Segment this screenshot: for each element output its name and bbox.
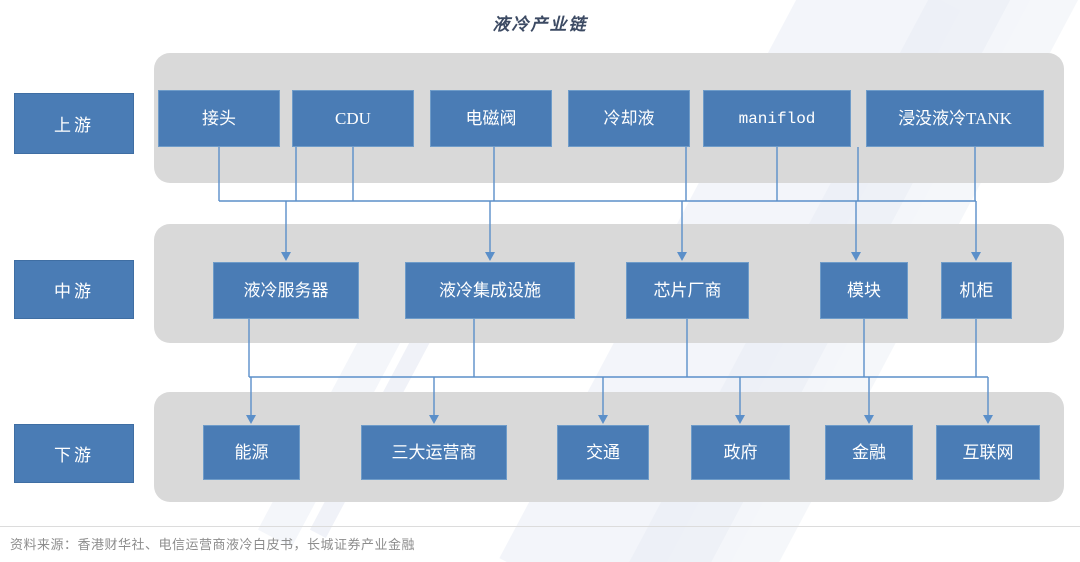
tier-label-upstream: 上游 (14, 93, 134, 154)
footer-divider (0, 526, 1080, 527)
node-downstream-1[interactable]: 三大运营商 (361, 425, 507, 480)
tier-label-downstream: 下游 (14, 424, 134, 483)
diagram-title: 液冷产业链 (492, 15, 588, 34)
node-upstream-0[interactable]: 接头 (158, 90, 280, 147)
node-midstream-1[interactable]: 液冷集成设施 (405, 262, 575, 319)
node-downstream-0[interactable]: 能源 (203, 425, 300, 480)
node-upstream-5[interactable]: 浸没液冷TANK (866, 90, 1044, 147)
node-midstream-3[interactable]: 模块 (820, 262, 908, 319)
node-upstream-3[interactable]: 冷却液 (568, 90, 690, 147)
node-downstream-4[interactable]: 金融 (825, 425, 913, 480)
tier-label-midstream: 中游 (14, 260, 134, 319)
node-midstream-4[interactable]: 机柜 (941, 262, 1012, 319)
source-note: 资料来源：香港财华社、电信运营商液冷白皮书，长城证券产业金融 (10, 537, 416, 552)
node-midstream-0[interactable]: 液冷服务器 (213, 262, 359, 319)
node-upstream-1[interactable]: CDU (292, 90, 414, 147)
node-downstream-5[interactable]: 互联网 (936, 425, 1040, 480)
node-midstream-2[interactable]: 芯片厂商 (626, 262, 749, 319)
node-upstream-2[interactable]: 电磁阀 (430, 90, 552, 147)
node-downstream-3[interactable]: 政府 (691, 425, 790, 480)
node-downstream-2[interactable]: 交通 (557, 425, 649, 480)
node-upstream-4[interactable]: maniflod (703, 90, 851, 147)
